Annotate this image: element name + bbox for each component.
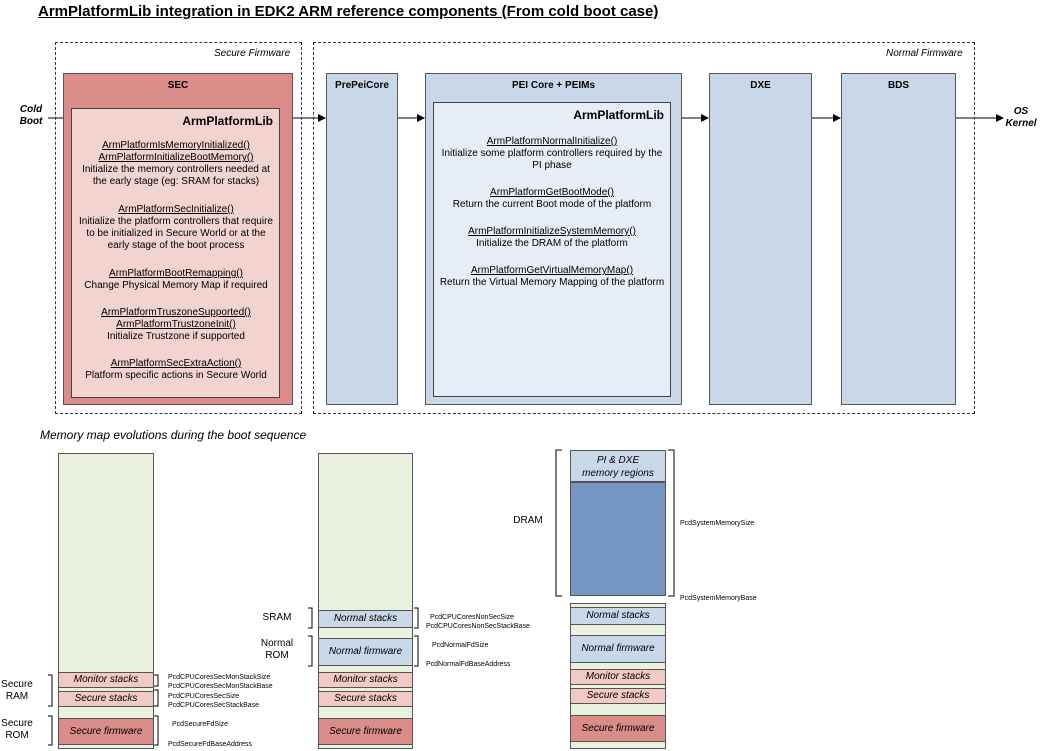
prepeicore-stage-title: PrePeiCore xyxy=(335,80,389,91)
fn-get-boot-mode: ArmPlatformGetBootMode() xyxy=(490,187,614,198)
monitor-stacks-band: Monitor stacks xyxy=(318,672,413,688)
secure-rom-label: Secure ROM xyxy=(1,718,33,741)
normal-firmware-band: Normal firmware xyxy=(318,638,413,666)
cold-boot-label: Cold Boot xyxy=(19,104,43,127)
fn-desc: Platform specific actions in Secure Worl… xyxy=(85,370,267,381)
brace-normal-fd-pcd xyxy=(414,635,419,667)
pei-group-initialize-system-memory: ArmPlatformInitializeSystemMemory() Init… xyxy=(438,226,666,250)
pcd-secure-fd-base: PcdSecureFdBaseAddress xyxy=(168,741,253,748)
dxe-stage-title: DXE xyxy=(750,80,771,91)
pcd-nonsec-base: PcdCPUCoresNonSecStackBase xyxy=(426,623,530,630)
secure-firmware-band: Secure firmware xyxy=(570,715,666,742)
secure-stacks-band: Secure stacks xyxy=(570,688,666,704)
fn-initialize-boot-memory: ArmPlatformInitializeBootMemory() xyxy=(98,152,254,163)
pei-group-get-virtual-memory-map: ArmPlatformGetVirtualMemoryMap() Return … xyxy=(438,265,666,289)
fn-initialize-system-memory: ArmPlatformInitializeSystemMemory() xyxy=(468,226,636,237)
bds-stage-title: BDS xyxy=(887,80,910,91)
pi-dxe-memory-band: PI & DXE memory regions xyxy=(570,450,666,482)
brace-sec-stacks-pcd xyxy=(154,689,159,707)
pcd-mon-stack-base: PcdCPUCoresSecMonStackBase xyxy=(168,683,273,690)
brace-sys-mem-pcd xyxy=(668,449,675,597)
secure-ram-label: Secure RAM xyxy=(1,679,33,702)
secure-firmware-region xyxy=(55,42,302,414)
sec-group-sec-initialize: ArmPlatformSecInitialize() Initialize th… xyxy=(76,204,276,252)
pei-lib-title: ArmPlatformLib xyxy=(573,108,664,122)
fn-desc: Initialize some platform controllers req… xyxy=(441,148,663,171)
dram-label: DRAM xyxy=(513,515,543,526)
brace-secure-ram xyxy=(48,674,53,707)
sec-armplatformlib: ArmPlatformLib ArmPlatformIsMemoryInitia… xyxy=(71,108,280,398)
fn-get-virtual-memory-map: ArmPlatformGetVirtualMemoryMap() xyxy=(470,265,634,276)
secure-firmware-label: Secure Firmware xyxy=(214,48,291,59)
pei-armplatformlib: ArmPlatformLib ArmPlatformNormalInitiali… xyxy=(433,102,671,397)
fn-is-memory-initialized: ArmPlatformIsMemoryInitialized() xyxy=(102,140,250,151)
normal-stacks-band: Normal stacks xyxy=(318,610,413,628)
fn-desc: Initialize the DRAM of the platform xyxy=(476,238,628,249)
fn-desc: Return the Virtual Memory Mapping of the… xyxy=(439,277,665,288)
bds-stage: BDS xyxy=(841,73,956,405)
pcd-secure-fd-size: PcdSecureFdSize xyxy=(172,721,229,728)
normal-firmware-region xyxy=(313,42,975,414)
brace-secure-rom xyxy=(48,715,53,746)
dxe-stage: DXE xyxy=(709,73,812,405)
fn-sec-extra-action: ArmPlatformSecExtraAction() xyxy=(110,358,242,369)
brace-nonsec-pcd xyxy=(414,607,419,629)
brace-sec-fw-pcd xyxy=(154,715,159,746)
page-title: ArmPlatformLib integration in EDK2 ARM r… xyxy=(38,3,659,20)
fn-desc: Initialize the platform controllers that… xyxy=(79,216,273,251)
fn-trustzone-init: ArmPlatformTrustzoneInit() xyxy=(116,319,236,330)
normal-firmware-band: Normal firmware xyxy=(570,635,666,663)
brace-mon-stacks-pcd xyxy=(154,674,159,687)
dram-region-band xyxy=(570,482,666,596)
brace-dram xyxy=(555,449,562,597)
pcd-sys-mem-base: PcdSystemMemoryBase xyxy=(680,595,757,602)
pei-stage-title: PEI Core + PEIMs xyxy=(511,80,596,91)
normal-stacks-band: Normal stacks xyxy=(570,607,666,625)
sec-group-boot-remapping: ArmPlatformBootRemapping() Change Physic… xyxy=(76,268,276,292)
secure-stacks-band: Secure stacks xyxy=(318,691,413,707)
pei-group-normal-initialize: ArmPlatformNormalInitialize() Initialize… xyxy=(438,136,666,172)
pei-group-get-boot-mode: ArmPlatformGetBootMode() Return the curr… xyxy=(438,187,666,211)
secure-firmware-band: Secure firmware xyxy=(318,718,413,745)
monitor-stacks-band: Monitor stacks xyxy=(58,672,154,688)
pcd-sec-stack-base: PcdCPUCoresSecStackBase xyxy=(168,702,260,709)
normal-rom-label: Normal ROM xyxy=(260,638,294,661)
sec-stage-title: SEC xyxy=(167,80,189,91)
fn-desc: Return the current Boot mode of the plat… xyxy=(452,199,652,210)
pcd-sys-mem-size: PcdSystemMemorySize xyxy=(680,520,755,527)
fn-sec-initialize: ArmPlatformSecInitialize() xyxy=(118,204,234,215)
sram-label: SRAM xyxy=(262,612,292,623)
fn-desc: Initialize Trustzone if supported xyxy=(107,331,245,342)
pcd-sec-stack-size: PcdCPUCoresSecSize xyxy=(168,693,240,700)
sec-group-extra-action: ArmPlatformSecExtraAction() Platform spe… xyxy=(76,358,276,382)
fn-boot-remapping: ArmPlatformBootRemapping() xyxy=(109,268,243,279)
monitor-stacks-band: Monitor stacks xyxy=(570,669,666,685)
prepeicore-stage: PrePeiCore xyxy=(326,73,398,405)
secure-stacks-band: Secure stacks xyxy=(58,691,154,707)
sec-group-memory: ArmPlatformIsMemoryInitialized() ArmPlat… xyxy=(76,140,276,188)
pcd-nonsec-size: PcdCPUCoresNonSecSize xyxy=(430,614,515,621)
fn-trustzone-supported: ArmPlatformTruszoneSupported() xyxy=(101,307,251,318)
brace-sram xyxy=(308,607,313,629)
sec-lib-title: ArmPlatformLib xyxy=(182,114,273,128)
pcd-normal-fd-base: PcdNormalFdBaseAddress xyxy=(426,661,511,668)
brace-normal-rom xyxy=(308,635,313,667)
memory-caption: Memory map evolutions during the boot se… xyxy=(40,428,307,442)
fn-normal-initialize: ArmPlatformNormalInitialize() xyxy=(486,136,618,147)
secure-firmware-band: Secure firmware xyxy=(58,718,154,745)
fn-desc: Initialize the memory controllers needed… xyxy=(82,164,270,187)
os-kernel-label: OS Kernel xyxy=(1005,106,1037,129)
pcd-normal-fd-size: PcdNormalFdSize xyxy=(432,642,489,649)
pcd-mon-stack-size: PcdCPUCoresSecMonStackSize xyxy=(168,674,271,681)
sec-group-trustzone: ArmPlatformTruszoneSupported() ArmPlatfo… xyxy=(76,307,276,343)
normal-firmware-label: Normal Firmware xyxy=(886,48,963,59)
fn-desc: Change Physical Memory Map if required xyxy=(84,280,268,291)
